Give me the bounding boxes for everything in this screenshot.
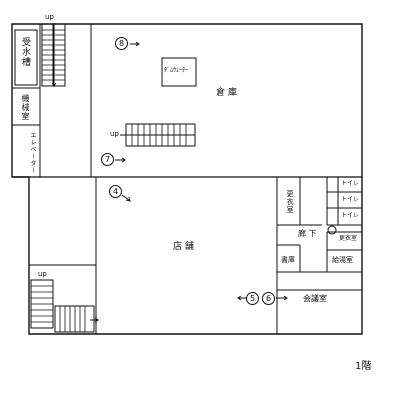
water-tank-label: 受水槽 [20,37,30,67]
changing-room-lower-label: 更衣室 [339,235,358,242]
washbasin [327,225,337,235]
marker-4: 4 [109,185,122,198]
toilet-label-1: トイレ [341,180,360,187]
meeting-room-label: 会議室 [303,294,327,303]
archive-label: 書庫 [281,256,295,264]
store-label: 店 舗 [173,242,194,252]
lower-stair-up-label: up [38,270,47,278]
marker-8: 8 [115,37,128,50]
marker-6: 6 [262,292,275,305]
machine-room-label: 機械室 [21,94,30,121]
kitchenette-label: 給湯室 [332,256,353,264]
warehouse-label: 倉 庫 [216,88,237,98]
lower-stair-horizontal [54,305,95,333]
toilet-label-2: トイレ [341,196,360,203]
toilet-label-3: トイレ [341,212,360,219]
floor-label: 1階 [355,361,372,372]
dumbwaiter-box [161,57,197,87]
changing-room-upper-label: 更衣室 [286,190,294,214]
top-stair-up-label: up [45,13,54,21]
corridor-label: 廊 下 [298,229,317,238]
marker-7: 7 [101,153,114,166]
elevator-label: エレベーター [29,132,36,174]
marker-5: 5 [246,292,259,305]
dumbwaiter-label: ﾀﾞﾑｳｪｰﾀｰ [164,67,189,74]
water-tank-box [14,29,38,86]
warehouse-stair-up-label: up [110,130,119,138]
